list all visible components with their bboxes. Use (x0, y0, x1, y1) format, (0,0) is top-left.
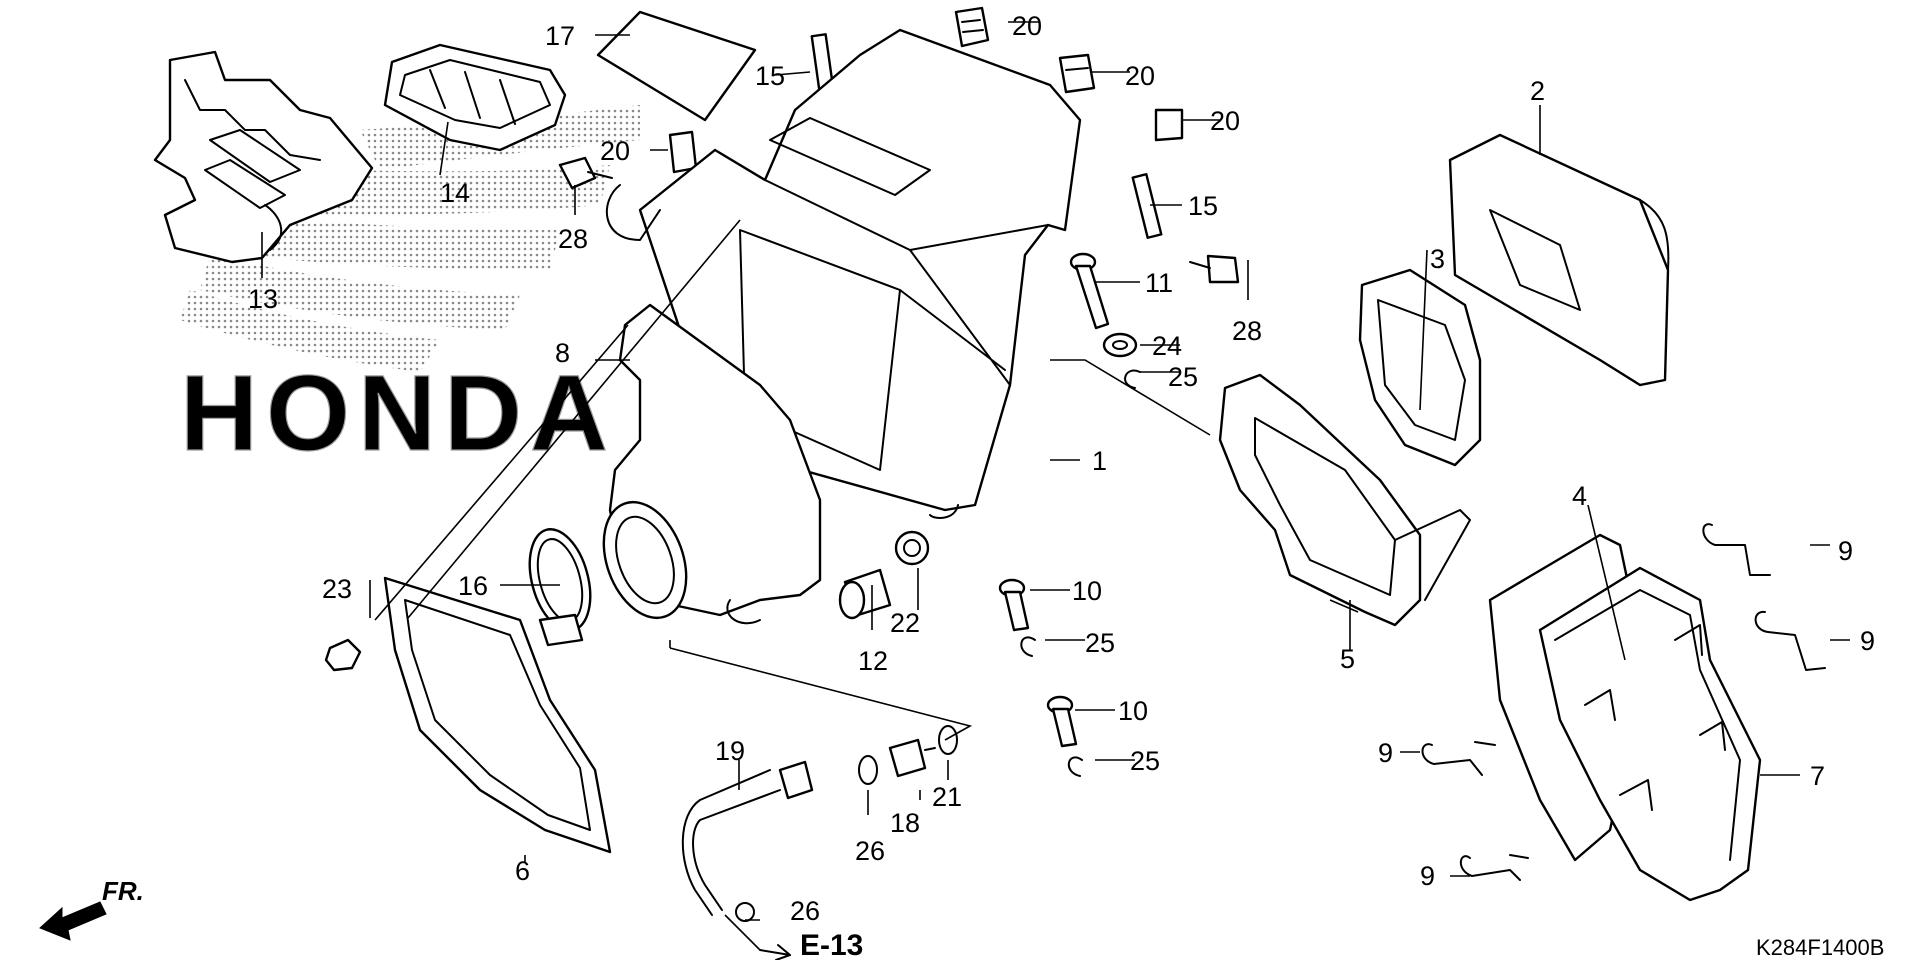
callout-10b: 10 (1118, 696, 1148, 726)
part-19-drain-hose (681, 760, 814, 916)
callout-3: 3 (1430, 244, 1445, 274)
callout-9c: 9 (1378, 738, 1393, 768)
callout-22: 22 (890, 608, 920, 638)
part-17-filter-sheet (596, 10, 757, 122)
callouts: 1 2 3 4 5 6 7 8 9 9 9 9 10 10 11 12 13 1… (248, 11, 1875, 926)
part-28-bolt-right (1189, 254, 1240, 284)
part-20-clip-c (1154, 108, 1184, 142)
honda-wing-watermark (180, 105, 640, 372)
callout-28b: 28 (1232, 316, 1262, 346)
callout-20a: 20 (1012, 11, 1042, 41)
callout-15b: 15 (1188, 191, 1218, 221)
callout-8: 8 (555, 338, 570, 368)
part-22-hose-clip (894, 530, 930, 566)
callout-5: 5 (1340, 644, 1355, 674)
callout-15a: 15 (755, 61, 785, 91)
callout-6: 6 (515, 856, 530, 886)
callout-25c: 25 (1130, 746, 1160, 776)
part-28-bolt-left (558, 156, 613, 190)
callout-16: 16 (458, 571, 488, 601)
part-24-grommet (1102, 332, 1138, 358)
part-9-clip-a (1702, 523, 1771, 576)
callout-10a: 10 (1072, 576, 1102, 606)
part-18-hose-fitting (888, 738, 936, 778)
callout-13: 13 (248, 284, 278, 314)
reference-e13: E-13 (800, 929, 863, 960)
part-16-band-clamp (528, 528, 592, 647)
callout-9d: 9 (1420, 861, 1435, 891)
callout-2: 2 (1530, 76, 1545, 106)
part-10-pin-lower (1046, 695, 1078, 748)
part-25-clip-c (1068, 756, 1083, 777)
callout-26a: 26 (855, 836, 885, 866)
part-23-nut (324, 638, 362, 672)
callout-17: 17 (545, 21, 575, 51)
part-9-clip-b (1754, 610, 1826, 671)
callout-23: 23 (322, 574, 352, 604)
callout-11: 11 (1145, 268, 1173, 298)
front-label: FR. (102, 876, 144, 906)
callout-14: 14 (440, 178, 470, 208)
part-6-gasket-frame (383, 576, 612, 854)
front-arrow-icon (39, 901, 107, 941)
callout-20d: 20 (600, 136, 630, 166)
callout-25b: 25 (1085, 628, 1115, 658)
part-9-clip-c (1421, 741, 1496, 776)
callout-18: 18 (890, 808, 920, 838)
callout-9a: 9 (1838, 536, 1853, 566)
part-5-element-holder (1218, 373, 1471, 627)
reference-arrow (759, 944, 791, 960)
part-26-clip-upper (858, 755, 878, 785)
callout-9b: 9 (1860, 626, 1875, 656)
callout-7: 7 (1810, 761, 1825, 791)
callout-1: 1 (1092, 446, 1107, 476)
leader-lines (261, 21, 1850, 951)
part-13-duct-cover (153, 50, 374, 264)
callout-25a: 25 (1168, 362, 1198, 392)
part-7-side-cover (1538, 566, 1762, 902)
part-20-clip-d (668, 130, 698, 174)
part-20-clip-b (1058, 53, 1096, 94)
honda-wordmark-watermark: HONDA (180, 352, 616, 473)
part-2-foam-element (1448, 133, 1670, 387)
callout-21: 21 (932, 782, 962, 812)
front-indicator: FR. (39, 876, 144, 941)
callout-19: 19 (715, 736, 745, 766)
callout-4: 4 (1572, 481, 1587, 511)
part-8-intake-boot (602, 303, 822, 625)
callout-20c: 20 (1210, 106, 1240, 136)
part-14-intake-grille (383, 43, 567, 152)
part-25-clip-a (1124, 369, 1141, 389)
callout-24: 24 (1152, 331, 1182, 361)
part-15-strip-right (1131, 173, 1163, 239)
part-12-drain-plug (838, 568, 892, 620)
part-11-pin-bolt (1069, 252, 1110, 330)
drawing-code: K284F1400B (1756, 935, 1884, 960)
callout-28a: 28 (558, 224, 588, 254)
callout-20b: 20 (1125, 61, 1155, 91)
part-21-clip (938, 725, 958, 755)
part-26-clip-lower (735, 902, 755, 922)
part-10-pin-upper (998, 578, 1030, 632)
callout-12: 12 (858, 646, 888, 676)
part-3-element-cage (1358, 268, 1482, 467)
part-25-clip-b (1020, 636, 1036, 657)
callout-26b: 26 (790, 896, 820, 926)
part-9-clip-d (1459, 854, 1529, 881)
part-20-clip-a (954, 6, 990, 48)
